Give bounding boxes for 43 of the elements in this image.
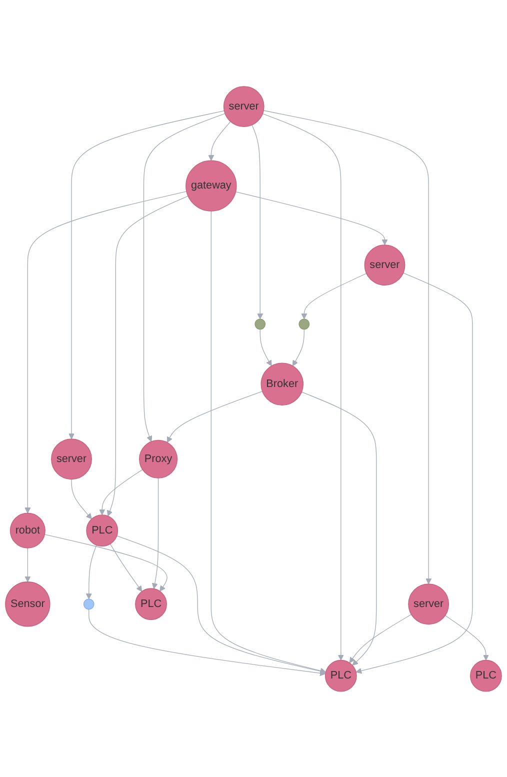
- node-circle: PLC: [135, 588, 167, 620]
- node-circle: [254, 318, 266, 330]
- arrow: [166, 390, 263, 442]
- arrow: [44, 534, 168, 592]
- arrow: [292, 328, 304, 366]
- arrow: [71, 478, 92, 519]
- node-circle: server: [408, 583, 450, 624]
- node-circle: server: [364, 244, 406, 286]
- arrow: [356, 272, 473, 674]
- node-circle: robot: [10, 512, 46, 548]
- arrow: [152, 477, 159, 589]
- node-circle: server: [223, 86, 264, 127]
- arrow: [110, 543, 142, 592]
- arrow: [99, 468, 143, 515]
- arrow: [88, 608, 326, 676]
- node-circle: PLC: [324, 659, 357, 692]
- arrow: [24, 547, 31, 582]
- node-circle: Sensor: [5, 581, 50, 626]
- node-circle: [83, 598, 94, 610]
- arrow: [86, 544, 97, 599]
- arrow: [301, 391, 377, 666]
- arrow: [143, 112, 226, 442]
- arrow: [208, 120, 231, 160]
- arrow: [301, 272, 367, 319]
- arrow: [349, 614, 412, 663]
- arrow: [444, 614, 489, 660]
- node-circle: PLC: [470, 659, 502, 692]
- arrow: [107, 195, 188, 516]
- arrow: [116, 535, 326, 674]
- arrow: [262, 112, 344, 660]
- arrow: [252, 124, 264, 319]
- node-circle: Proxy: [139, 439, 178, 478]
- node-circle: gateway: [186, 160, 237, 211]
- node-circle: server: [51, 438, 92, 480]
- arrow: [263, 110, 432, 584]
- node-circle: Broker: [260, 362, 304, 406]
- arrow: [260, 328, 272, 366]
- arrow: [210, 210, 326, 674]
- arrow: [68, 110, 225, 439]
- arrow: [235, 190, 388, 245]
- node-circle: PLC: [86, 514, 118, 546]
- node-circle: [298, 318, 310, 330]
- arrow: [24, 190, 187, 513]
